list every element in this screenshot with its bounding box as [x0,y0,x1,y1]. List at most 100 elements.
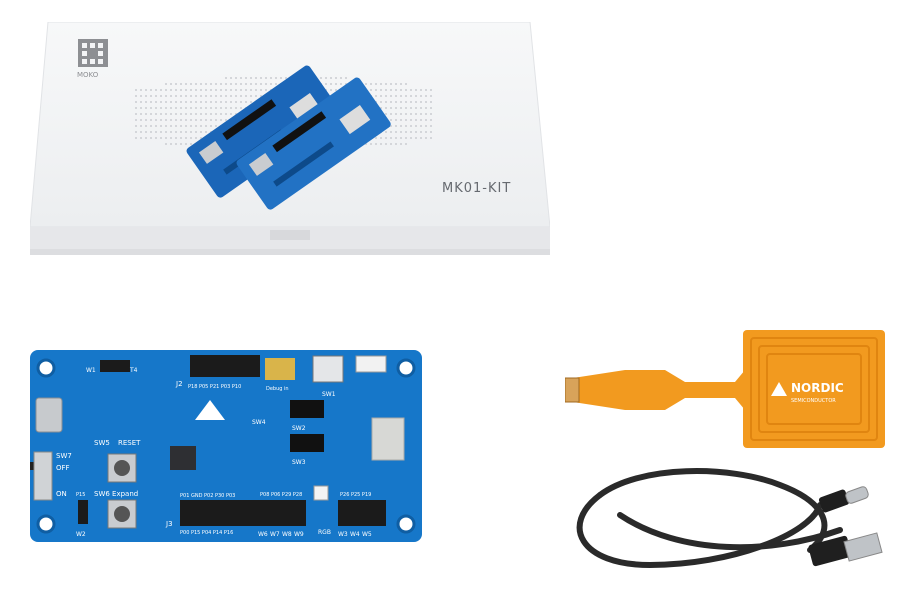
box-dot [430,101,432,103]
box-dot [160,125,162,127]
box-dot [255,83,257,85]
box-dot [385,137,387,139]
box-dot [390,131,392,133]
box-dot [180,113,182,115]
flex-connector [355,355,387,373]
box-dot [145,137,147,139]
box-dot [395,143,397,145]
box-dot [430,137,432,139]
box-dot [230,101,232,103]
box-dot [200,95,202,97]
box-dot [195,113,197,115]
label-w3: W3 [338,531,348,538]
box-dot [405,107,407,109]
box-dot [185,101,187,103]
box-dot [145,89,147,91]
label-off: OFF [56,464,70,472]
box-dot [400,89,402,91]
box-dot [385,101,387,103]
box-dot [420,125,422,127]
label-w2: W2 [76,531,86,538]
box-dot [135,137,137,139]
box-dot [255,89,257,91]
label-rgb: RGB [318,529,331,536]
box-dot [150,95,152,97]
box-dot [370,89,372,91]
box-dot [140,89,142,91]
box-dot [170,83,172,85]
box-dot [235,107,237,109]
label-j2: J2 [175,380,183,388]
box-dot [420,113,422,115]
box-dot [165,107,167,109]
box-dot [230,89,232,91]
box-dot [150,113,152,115]
box-dot [390,125,392,127]
box-dot [425,113,427,115]
box-dot [405,113,407,115]
box-dot [200,125,202,127]
box-dot [200,137,202,139]
header-j2 [190,355,260,377]
box-dot [215,83,217,85]
box-dot [240,101,242,103]
box-dot [245,77,247,79]
box-dot [175,113,177,115]
box-dot [400,143,402,145]
box-dot [165,119,167,121]
box-brand-text: MOKO [77,71,99,79]
box-dot [230,83,232,85]
box-dot [340,77,342,79]
nfc-brand: NORDIC [791,381,844,395]
power-switch [33,451,53,501]
box-board-image [186,65,391,210]
box-dot [230,77,232,79]
box-dot [410,137,412,139]
box-dot [175,137,177,139]
box-dot [195,89,197,91]
box-dot [390,113,392,115]
box-dot [145,125,147,127]
box-dot [395,113,397,115]
box-dot [265,89,267,91]
box-dot [395,107,397,109]
box-dot [150,101,152,103]
box-dot [165,137,167,139]
box-dot [175,131,177,133]
box-dot [185,89,187,91]
box-dot [380,101,382,103]
box-dot [185,107,187,109]
box-dot [375,95,377,97]
box-dot [420,101,422,103]
mcu-chip [170,446,196,470]
box-dot [215,125,217,127]
label-sw7: SW7 [56,452,72,460]
box-dot [145,113,147,115]
box-dot [390,143,392,145]
box-dot [135,89,137,91]
box-dot [165,95,167,97]
box-dot [170,131,172,133]
box-dot [190,143,192,145]
box-dot [135,125,137,127]
box-dot [395,119,397,121]
box-dot [415,107,417,109]
box-dot [195,95,197,97]
box-dot [430,131,432,133]
box-dot [395,101,397,103]
box-dot [325,77,327,79]
label-w7: W7 [270,531,280,538]
label-pins-j3-top: P01 GND P02 P30 P03 [180,493,235,499]
box-dot [200,113,202,115]
box-dot [420,107,422,109]
box-dot [380,89,382,91]
box-dot [150,125,152,127]
box-dot [405,89,407,91]
box-dot [225,107,227,109]
box-dot [420,131,422,133]
box-dot [155,113,157,115]
mount-hole [396,358,416,378]
box-dot [185,83,187,85]
box-dot [240,107,242,109]
box-dot [175,83,177,85]
